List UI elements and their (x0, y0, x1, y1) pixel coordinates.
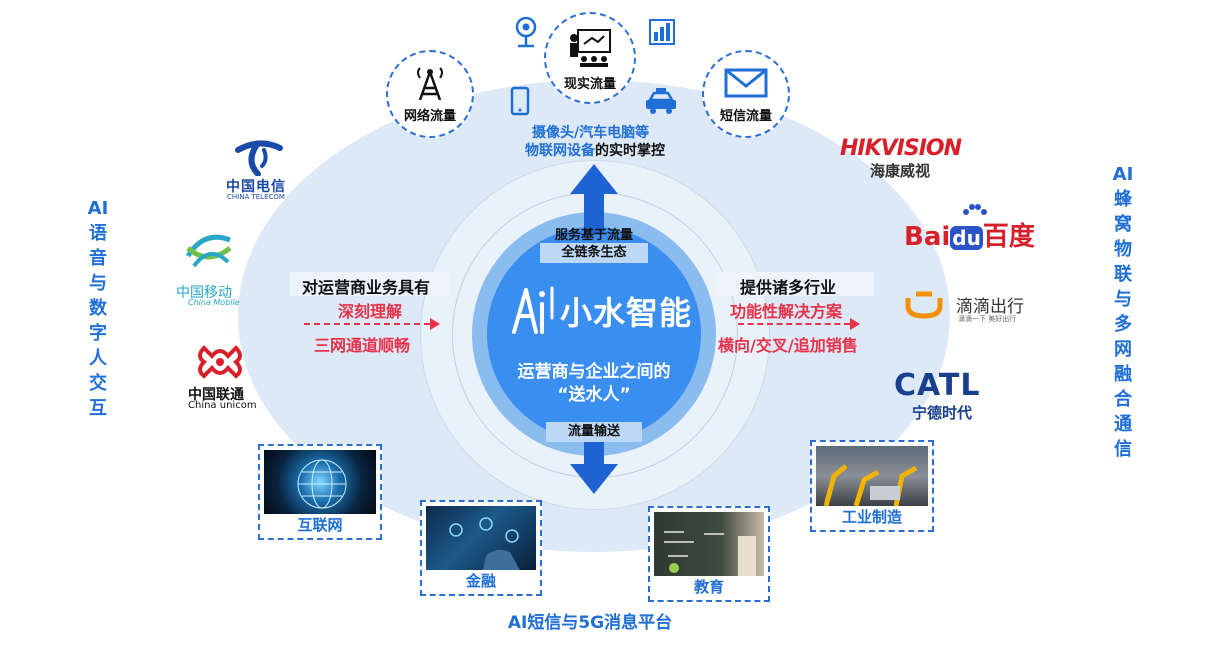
manufacturing-label: 工业制造 (841, 508, 902, 526)
china-telecom-en: CHINA TELECOM (227, 193, 285, 201)
industry-education: 教育 (648, 506, 770, 602)
network-traffic-label: 网络流量 (403, 109, 456, 124)
reality-traffic-node: 现实流量 (544, 12, 636, 104)
china-telecom-cn: 中国电信 (226, 179, 286, 195)
right-panel-title: 提供诸多行业 (740, 278, 837, 297)
right-arrow-head (850, 318, 860, 330)
internet-image (264, 450, 376, 514)
catl-cn: 宁德时代 (912, 404, 973, 422)
center-desc-line2: “送水人” (557, 385, 631, 405)
industry-internet: 互联网 (258, 444, 382, 540)
bar-chart-icon (649, 19, 675, 45)
finance-image (426, 506, 536, 570)
blackboard-icon (664, 531, 756, 576)
china-telecom-logo-icon (235, 140, 283, 176)
right-panel-red1: 功能性解决方案 (730, 302, 843, 321)
china-unicom-logo-icon (198, 345, 242, 379)
up-arrow-icon (570, 164, 618, 234)
fintech-icon (449, 517, 520, 570)
left-dashed-arrow (304, 323, 430, 325)
center-desc-line1: 运营商与企业之间的 (517, 362, 671, 382)
education-image (654, 512, 764, 576)
industry-manufacturing: 工业制造 (810, 440, 934, 532)
signal-tower-icon (417, 67, 443, 100)
right-panel-bg (714, 272, 874, 296)
center-bottom-label: 流量输送 (546, 422, 642, 442)
network-traffic-node: 网络流量 (386, 50, 474, 138)
baidu-cn: 百度 (982, 222, 1035, 252)
down-arrow-icon (570, 436, 618, 494)
left-panel-red1: 深刻理解 (338, 302, 403, 321)
left-vertical-title: AI语音与数字人交互 (87, 198, 109, 419)
china-unicom-en: China unicom (188, 400, 257, 411)
right-vertical-title: AI蜂窝物联与多网融合通信 (1112, 164, 1134, 460)
finance-label: 金融 (465, 572, 496, 590)
hikvision-en: HIKVISION (840, 136, 962, 161)
china-unicom-cn: 中国联通 (188, 387, 244, 403)
baidu-bai: Bai (904, 222, 951, 252)
china-mobile-en: China Mobile (188, 298, 240, 307)
iot-line2-blue: 物联网设备 (525, 143, 595, 159)
tablet-icon (510, 86, 530, 116)
right-dashed-arrow (738, 323, 850, 325)
iot-line2: 物联网设备的实时掌控 (525, 140, 665, 160)
webcam-icon (515, 16, 537, 48)
left-panel-title: 对运营商业务具有 (302, 278, 431, 297)
reality-traffic-label: 现实流量 (563, 77, 616, 92)
education-label: 教育 (693, 578, 724, 596)
didi-logo-icon (905, 291, 943, 319)
iot-line2-black: 的实时掌控 (595, 143, 665, 159)
baidu-paw-icon (963, 204, 987, 215)
center-top-sub: 全链条生态 (540, 243, 648, 263)
didi-cn: 滴滴出行 (956, 297, 1024, 317)
manufacturing-image (816, 446, 928, 506)
brand-logo-icon (512, 286, 554, 334)
left-panel-red2: 三网通道顺畅 (314, 336, 411, 355)
china-mobile-cn: 中国移动 (176, 285, 232, 301)
globe-icon (297, 459, 347, 509)
right-panel-red2: 横向/交叉/追加销售 (718, 336, 858, 355)
didi-sub: 滴滴一下 美好出行 (958, 315, 1017, 323)
left-panel-bg (290, 272, 450, 296)
china-mobile-logo-icon (185, 234, 232, 268)
internet-label: 互联网 (297, 516, 343, 534)
robot-arm-icon (823, 464, 918, 506)
iot-line1: 摄像头/汽车电脑等 (532, 125, 650, 141)
envelope-icon (724, 68, 768, 98)
bottom-caption: AI短信与5G消息平台 (507, 613, 673, 633)
baidu-du: du (950, 226, 983, 250)
left-arrow-head (430, 318, 440, 330)
industry-finance: 金融 (420, 500, 542, 596)
hikvision-cn: 海康威视 (870, 162, 931, 180)
taxi-car-icon (646, 88, 676, 114)
sms-traffic-node: 短信流量 (702, 50, 790, 138)
sms-traffic-label: 短信流量 (719, 109, 772, 124)
center-top-label: 服务基于流量 (554, 228, 633, 243)
catl-en: CATL (894, 368, 981, 403)
brand-name: 小水智能 (560, 294, 693, 332)
presentation-icon (570, 29, 611, 67)
